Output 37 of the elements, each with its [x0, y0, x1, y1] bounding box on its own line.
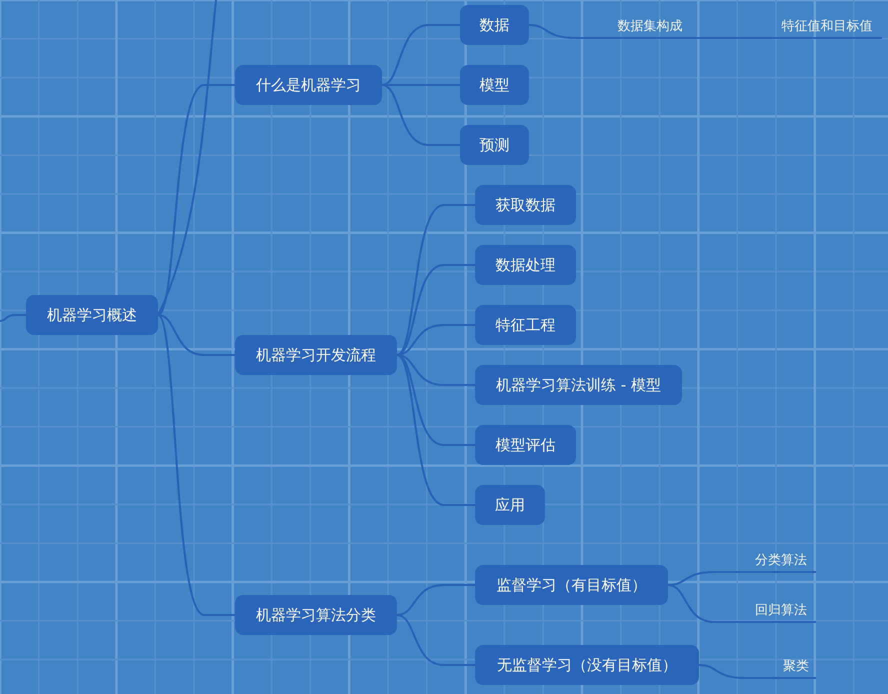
topic-label: 回归算法 — [746, 598, 816, 622]
connector — [668, 584, 816, 623]
topic-box: 获取数据 — [475, 185, 576, 225]
connector — [382, 84, 460, 146]
topic-box: 预测 — [460, 125, 529, 165]
topic-box: 什么是机器学习 — [235, 65, 382, 105]
connector — [396, 264, 475, 356]
topic-box: 无监督学习（没有目标值） — [475, 645, 699, 685]
topic-box: 机器学习算法分类 — [235, 595, 397, 635]
connector — [157, 84, 235, 316]
topic-box: 机器学习概述 — [26, 295, 158, 335]
topic-box: 数据 — [460, 5, 529, 45]
connector — [396, 614, 475, 666]
connector — [382, 24, 460, 86]
connector — [396, 204, 475, 356]
connector — [698, 664, 816, 679]
topic-label: 分类算法 — [746, 548, 816, 572]
connector — [693, 37, 882, 39]
connector — [668, 571, 816, 586]
topic-box: 模型 — [460, 65, 529, 105]
topic-box: 机器学习算法训练 - 模型 — [475, 365, 682, 405]
topic-box: 监督学习（有目标值） — [475, 565, 668, 605]
topic-label: 特征值和目标值 — [772, 14, 882, 38]
topic-box: 特征工程 — [475, 305, 576, 345]
connector — [0, 314, 26, 322]
topic-label: 聚类 — [776, 654, 816, 678]
topic-box: 模型评估 — [475, 425, 576, 465]
topic-label: 数据集构成 — [607, 14, 693, 38]
connector — [157, 0, 217, 316]
connector — [158, 314, 235, 356]
topic-box: 数据处理 — [475, 245, 576, 285]
topic-box: 应用 — [475, 485, 545, 525]
topic-box: 机器学习开发流程 — [235, 335, 397, 375]
connector — [396, 584, 475, 616]
connector — [528, 24, 693, 39]
connector — [396, 354, 475, 506]
connector — [157, 314, 235, 616]
